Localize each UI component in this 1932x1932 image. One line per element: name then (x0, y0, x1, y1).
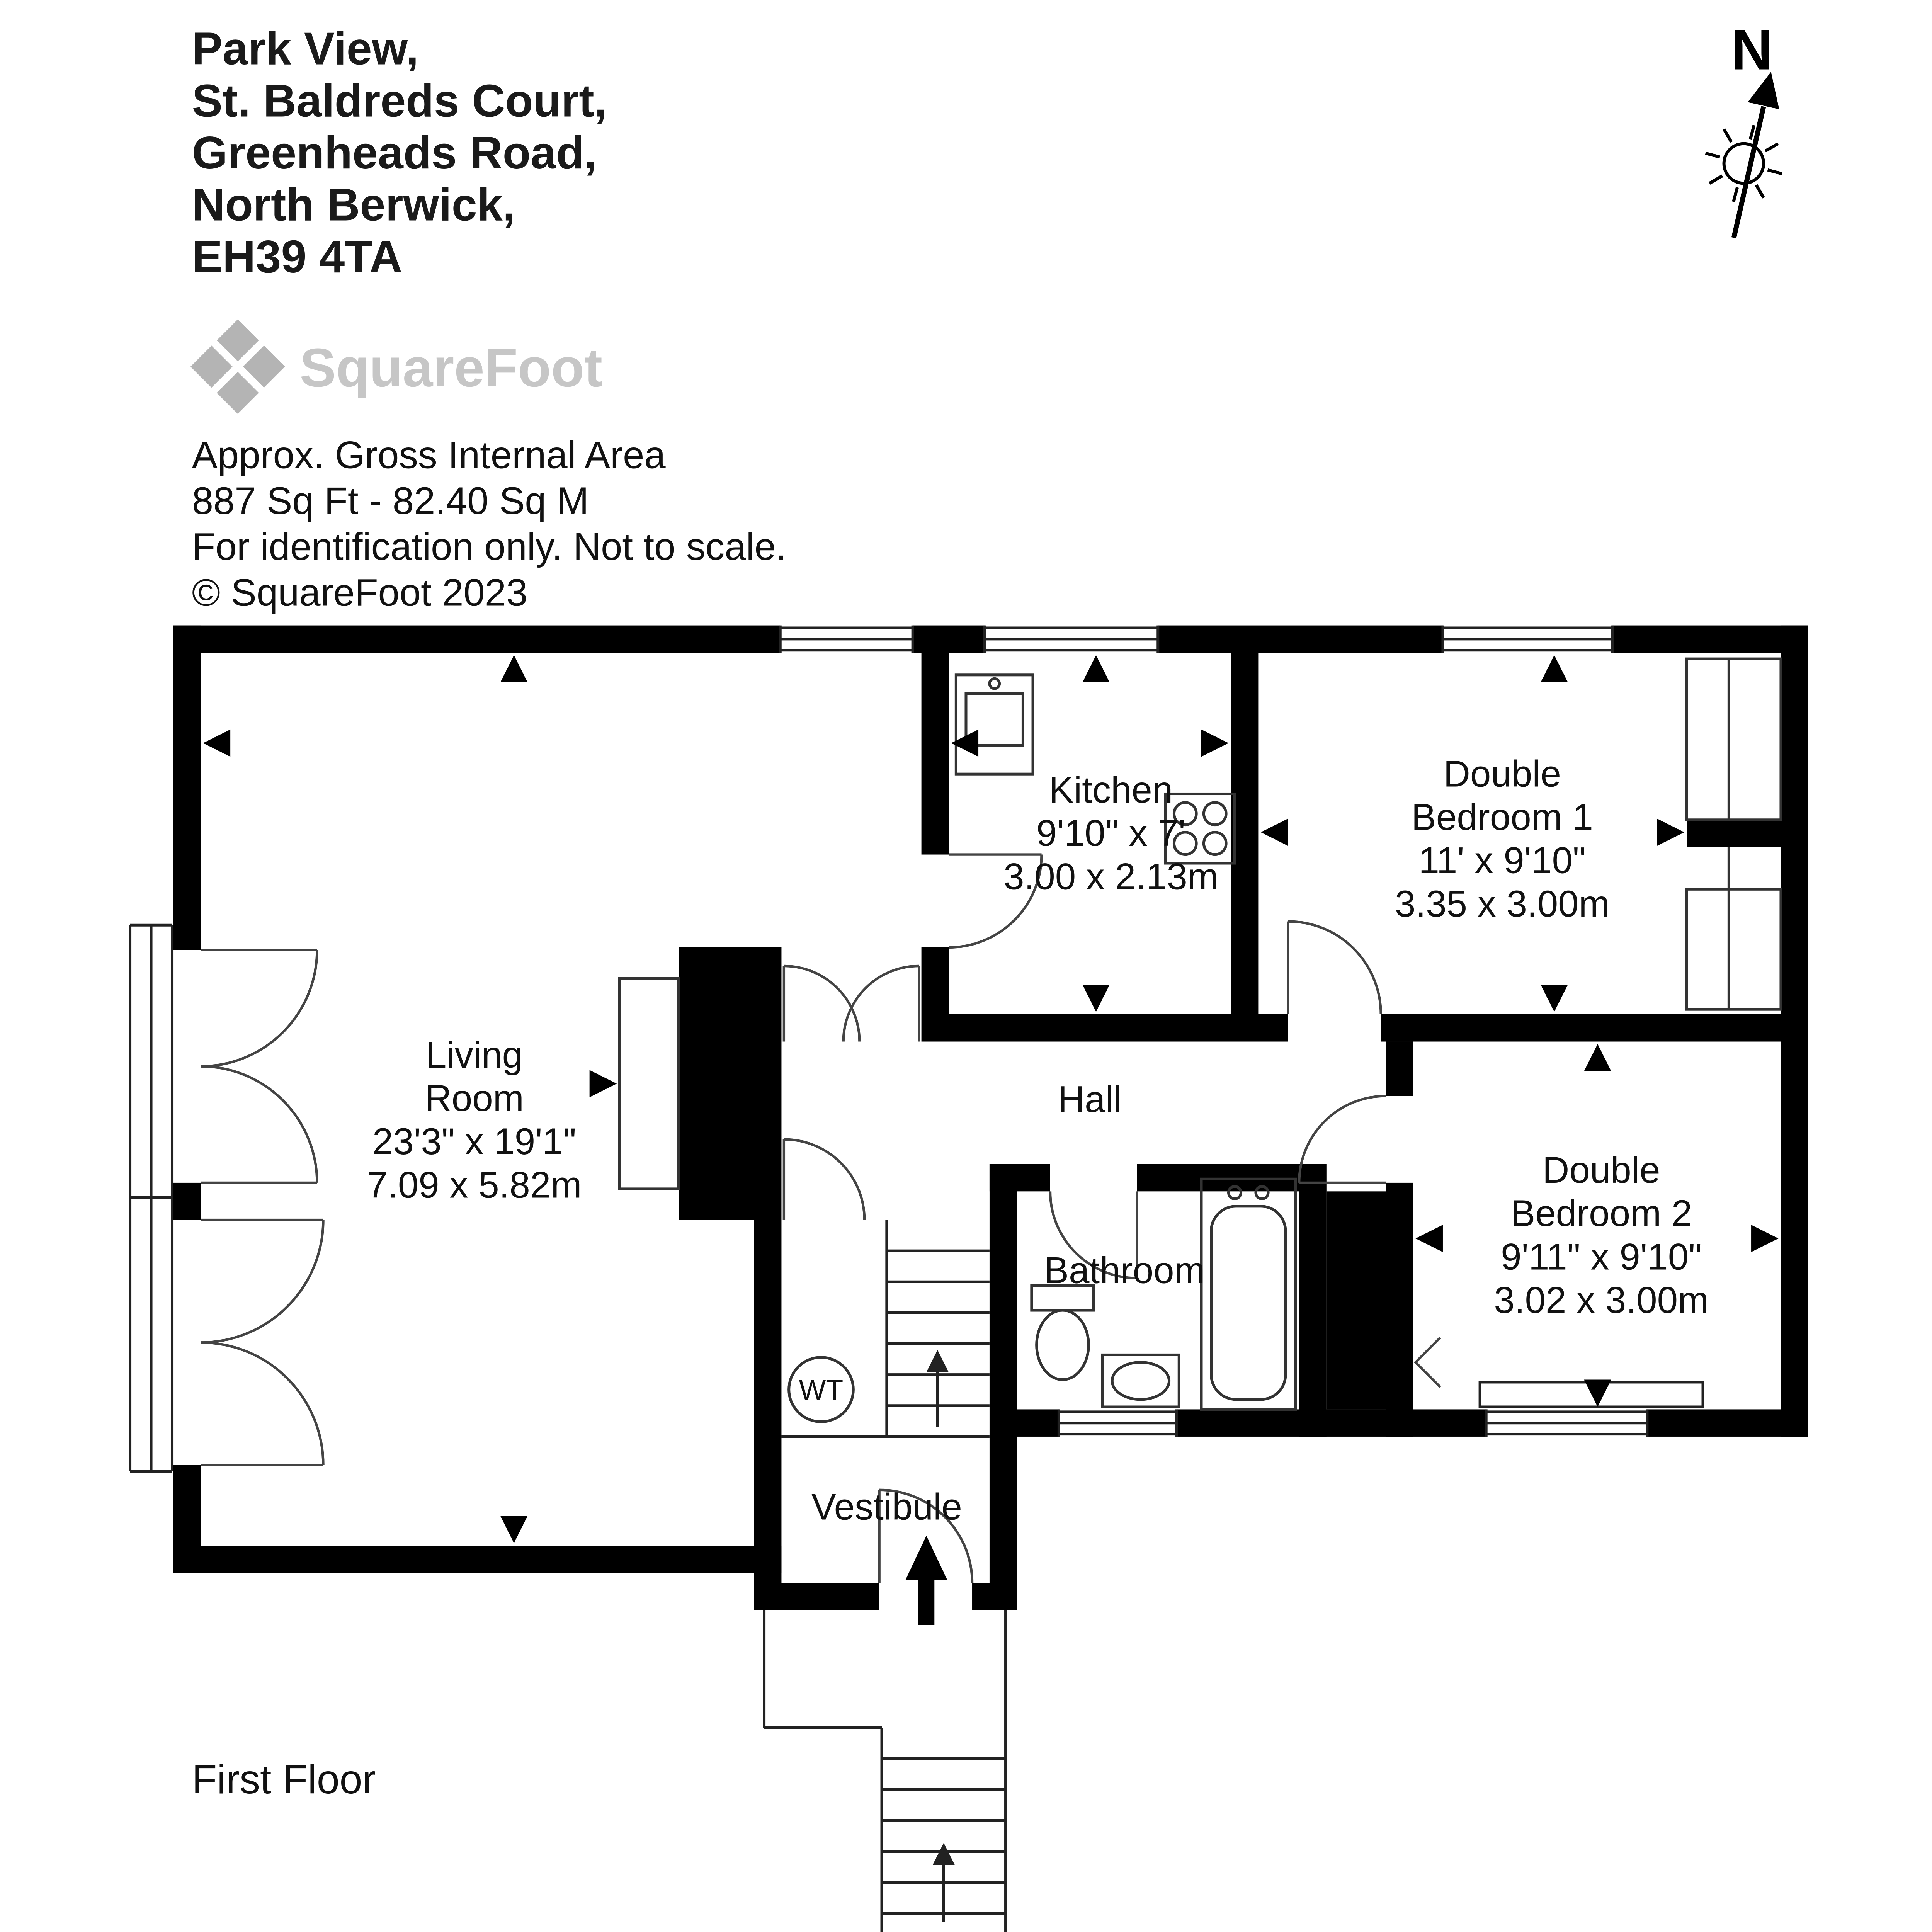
door-arc (1287, 920, 1382, 1015)
north-compass: N (1705, 18, 1782, 238)
door-arc (949, 853, 1043, 949)
squarefoot-logo-icon (190, 319, 285, 414)
squarefoot-logo: SquareFoot (190, 319, 602, 414)
room-name: Double (1543, 1150, 1660, 1191)
room-name: Kitchen (1049, 769, 1173, 811)
squarefoot-logo-text: SquareFoot (300, 337, 602, 398)
door-arc (201, 1341, 325, 1466)
address-line: North Berwick, (192, 180, 515, 231)
address-line: Park View, (192, 24, 419, 75)
room-dims-metric: 7.09 x 5.82m (367, 1164, 582, 1206)
disclaimer-text: For identification only. Not to scale. (192, 526, 787, 568)
window (1441, 625, 1614, 653)
hob-icon (1164, 792, 1236, 865)
window (1057, 1409, 1178, 1437)
stairs-internal (781, 1220, 990, 1438)
room-dims-imperial: 11' x 9'10" (1419, 840, 1586, 881)
door-arc (201, 1218, 325, 1344)
stairs-external (763, 1610, 1007, 1932)
room-name: Bedroom 1 (1412, 796, 1593, 838)
address-line: Greenheads Road, (192, 128, 597, 179)
area-info-block: Approx. Gross Internal Area 887 Sq Ft - … (192, 434, 787, 614)
room-label-living-room: Living Room 23'3" x 19'1" 7.09 x 5.82m (367, 1034, 582, 1206)
door-arc (1049, 1191, 1138, 1279)
area-info-line: Approx. Gross Internal Area (192, 434, 666, 477)
door-arc (842, 964, 920, 1042)
window (1485, 1409, 1649, 1437)
room-label-hall: Hall (1058, 1079, 1122, 1120)
room-dims-imperial: 9'11" x 9'10" (1501, 1236, 1702, 1277)
door-arc (782, 1138, 866, 1220)
address-block: Park View, St. Baldreds Court, Greenhead… (192, 24, 607, 282)
door-arc (1298, 1095, 1386, 1184)
window (983, 625, 1160, 653)
room-dims-imperial: 23'3" x 19'1" (372, 1121, 576, 1162)
basin-icon (1101, 1353, 1180, 1408)
room-name: Bedroom 2 (1510, 1193, 1692, 1234)
room-label-bedroom1: Double Bedroom 1 11' x 9'10" 3.35 x 3.00… (1395, 753, 1610, 925)
measurement-arrows (203, 655, 1779, 1543)
window (779, 625, 914, 653)
window (129, 923, 174, 1473)
cupboard-door (1413, 1337, 1441, 1388)
room-name: Double (1443, 753, 1561, 794)
room-dims-metric: 3.00 x 2.13m (1003, 856, 1218, 897)
hearth (618, 977, 680, 1190)
room-label-bedroom2: Double Bedroom 2 9'11" x 9'10" 3.02 x 3.… (1494, 1150, 1709, 1321)
door-arc (782, 964, 861, 1042)
door-arc (201, 949, 318, 1068)
doors (201, 853, 1441, 1583)
stair-direction-arrow (932, 1843, 955, 1865)
wardrobe (1685, 657, 1782, 1011)
room-dims-metric: 3.02 x 3.00m (1494, 1279, 1709, 1321)
floor-label: First Floor (192, 1757, 376, 1802)
copyright-text: © SquareFoot 2023 (192, 571, 528, 614)
room-name: Living (426, 1034, 523, 1076)
room-dims-metric: 3.35 x 3.00m (1395, 883, 1610, 925)
fixtures (618, 657, 1782, 1423)
stair-direction-arrow (926, 1350, 949, 1372)
room-dims-imperial: 9'10" x 7' (1036, 813, 1185, 854)
room-name: Room (425, 1078, 524, 1119)
address-line: EH39 4TA (192, 231, 403, 282)
door-arc (878, 1488, 974, 1583)
room-label-vestibule: Vestibule (811, 1486, 962, 1528)
room-label-bathroom: Bathroom (1044, 1250, 1205, 1291)
walls (173, 625, 1808, 1610)
room-label-kitchen: Kitchen 9'10" x 7' 3.00 x 2.13m (1003, 769, 1218, 897)
toilet-icon (1030, 1284, 1095, 1381)
north-arrow-icon (1731, 71, 1779, 238)
north-label: N (1731, 18, 1772, 82)
door-arc (201, 1065, 318, 1184)
entrance-arrow-icon (905, 1536, 947, 1625)
water-tank-circle (787, 1356, 855, 1423)
address-line: St. Baldreds Court, (192, 75, 607, 126)
kitchen-sink-icon (954, 673, 1034, 776)
bathtub-icon (1200, 1177, 1297, 1411)
area-info-line: 887 Sq Ft - 82.40 Sq M (192, 480, 589, 522)
water-tank-label: WT (799, 1374, 844, 1406)
